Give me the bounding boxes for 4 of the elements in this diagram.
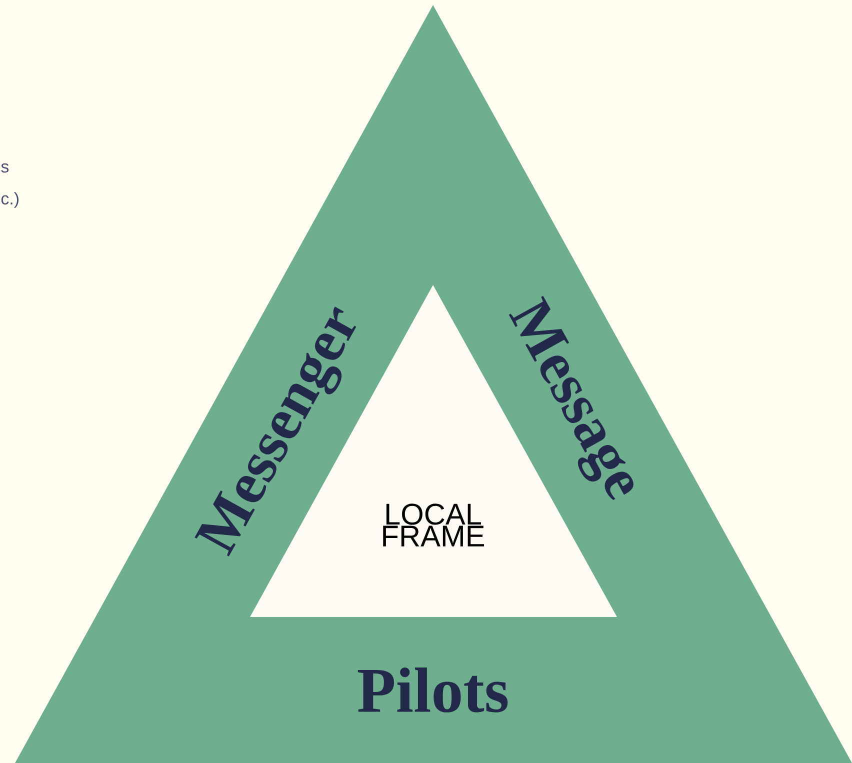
frame-label: LOCAL FRAME bbox=[383, 504, 484, 546]
cut-off-text: s bbox=[1, 163, 9, 173]
band-label: Pilots bbox=[358, 668, 508, 712]
cut-off-text: c.) bbox=[1, 192, 18, 208]
